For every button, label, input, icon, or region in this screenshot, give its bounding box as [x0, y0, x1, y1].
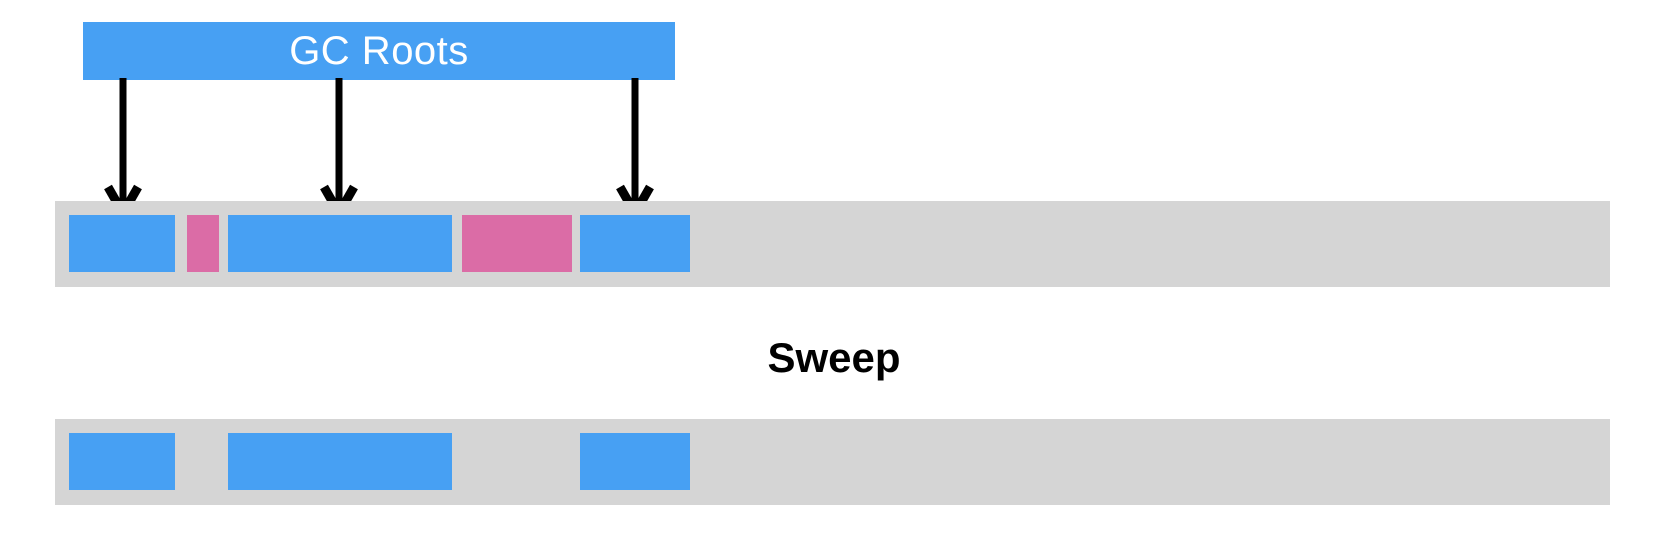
live-object-block: [580, 433, 690, 490]
live-object-block: [580, 215, 690, 272]
root-pointer-arrow: [616, 78, 654, 218]
root-pointer-arrow: [104, 78, 142, 218]
root-pointer-arrow: [320, 78, 358, 218]
live-object-block: [228, 215, 452, 272]
heap-bar-after-sweep: [55, 419, 1610, 505]
garbage-object-block: [187, 215, 219, 272]
gc-roots-box: GC Roots: [83, 22, 675, 80]
live-object-block: [69, 215, 175, 272]
live-object-block: [69, 433, 175, 490]
root-pointer-arrows: [0, 78, 1668, 218]
heap-bar-before-sweep: [55, 201, 1610, 287]
gc-roots-label: GC Roots: [289, 28, 469, 73]
sweep-label: Sweep: [767, 334, 901, 381]
live-object-block: [228, 433, 452, 490]
garbage-object-block: [462, 215, 572, 272]
